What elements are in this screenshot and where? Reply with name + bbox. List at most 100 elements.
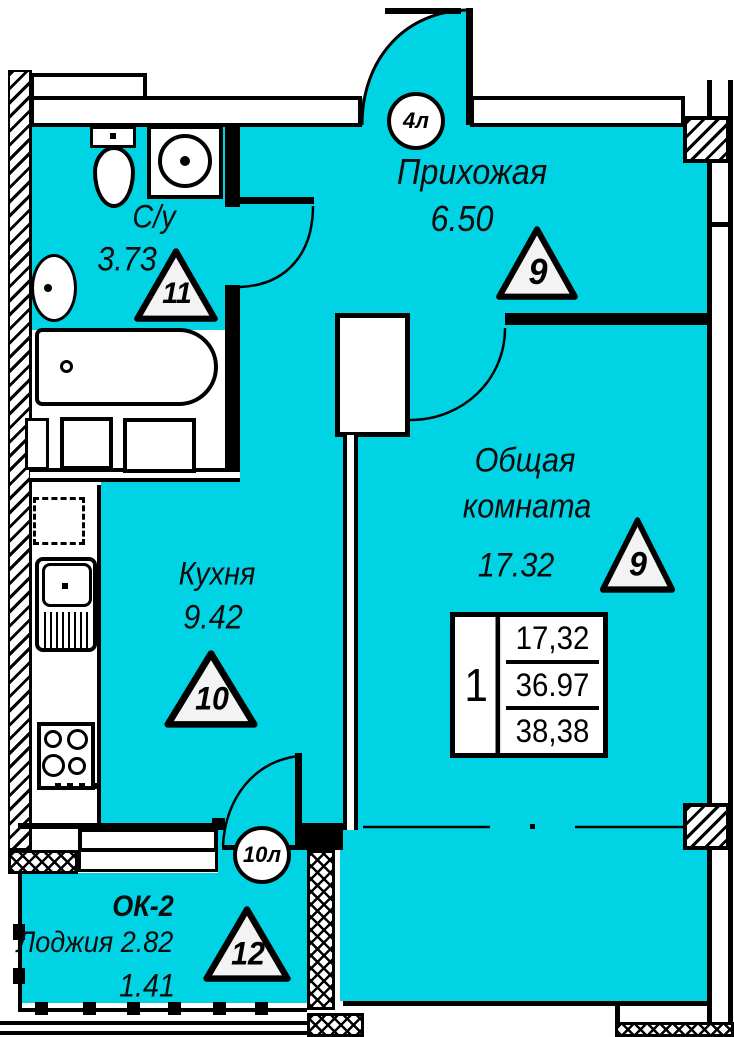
entrance-door-head <box>385 8 461 14</box>
loggia-glazing-left-line <box>18 873 22 1012</box>
living-area: 17.32 <box>477 546 555 585</box>
marker-number: 12 <box>230 935 265 972</box>
wall-hallway-living <box>505 313 710 325</box>
balcony-door-jamb <box>212 818 225 830</box>
bathtub <box>35 328 218 406</box>
bathtub-drain <box>60 360 73 373</box>
loggia-post-1 <box>35 1002 48 1015</box>
triangle-icon <box>164 650 258 728</box>
marker-triangle-living: 9 <box>598 515 677 595</box>
stove-burner-4 <box>68 757 86 775</box>
stove-knob-2 <box>67 783 73 789</box>
loggia-glazing-bottom-line <box>18 1008 307 1012</box>
bathroom-name: С/у <box>132 198 176 235</box>
stove-knob-4 <box>91 783 97 789</box>
kitchen-sink-drain <box>62 583 68 589</box>
washing-machine-drum <box>158 134 212 188</box>
stove-burner-1 <box>44 730 62 748</box>
wall-top-right <box>470 96 685 127</box>
loggia-post-3 <box>127 1002 140 1015</box>
hallway-name: Прихожая <box>396 151 548 192</box>
wall-right-inner-line <box>707 80 712 1037</box>
marker-number: 10 <box>195 680 229 717</box>
marker-triangle-loggia: 12 <box>201 904 293 984</box>
stamp-values-column: 17,32 36.97 38,38 <box>502 617 603 753</box>
kitchen-window-sill <box>78 852 218 872</box>
living-name-line1: Общая <box>474 441 576 480</box>
window-mullion-top <box>712 222 728 227</box>
kitchen-window-frame <box>78 828 218 852</box>
stamp-rooms-count: 1 <box>457 617 501 753</box>
room-fill-corridor <box>225 325 343 481</box>
stove-burner-2 <box>67 729 88 750</box>
lower-loggia-hatch-right <box>615 1022 734 1037</box>
loggia-glazing-post-left-1 <box>13 924 25 940</box>
wall-kitchen-living <box>343 435 358 830</box>
marker-triangle-hallway: 9 <box>494 224 580 302</box>
wall-kitchen-south-right <box>302 823 343 850</box>
loggia-area: 2.82 <box>120 926 174 959</box>
wall-kitchen-south-left <box>18 823 222 829</box>
wall-living-south <box>343 1001 710 1006</box>
door-tag-entrance: 4л <box>387 92 445 150</box>
bathroom-door-leaf <box>236 197 314 204</box>
loggia-post-5 <box>213 1002 226 1015</box>
wall-right-outer-line <box>728 80 733 1037</box>
door-tag-label: 4л <box>403 108 429 133</box>
kitchen-counter-edge <box>97 485 101 828</box>
wall-bathroom-right-lower <box>225 285 240 481</box>
living-name-line2: комната <box>462 487 592 526</box>
loggia-name: Лоджия <box>16 926 114 959</box>
loggia-post-6 <box>255 1002 268 1015</box>
loggia-half-area: 1.41 <box>118 967 176 1004</box>
loggia-name-area: Лоджия 2.82 <box>17 926 174 960</box>
column-right-bottom <box>683 803 730 850</box>
washing-machine-dot <box>180 156 190 166</box>
stove-knob-1 <box>55 783 61 789</box>
bathroom-area: 3.73 <box>97 240 157 279</box>
bath-cabinet-3 <box>123 418 196 473</box>
column-right-top <box>683 116 730 163</box>
marker-number: 9 <box>629 545 648 584</box>
stamp-apartment-area: 36.97 <box>506 664 599 711</box>
stamp-living-area: 17,32 <box>506 617 599 664</box>
triangle-icon <box>599 517 676 593</box>
kitchen-sink-drainboard <box>44 612 90 648</box>
wall-top-left <box>30 96 362 127</box>
lower-loggia-hatch-left <box>307 1013 364 1037</box>
marker-number: 9 <box>528 251 548 293</box>
stove-burner-3 <box>42 754 65 777</box>
toilet-tank-button <box>110 133 116 139</box>
bath-cabinet-2 <box>60 417 113 470</box>
wall-loggia-right <box>307 850 335 1010</box>
fridge-outline-dashed <box>33 497 85 545</box>
stamp-total-area: 38,38 <box>515 713 590 750</box>
loggia-post-4 <box>168 1002 181 1015</box>
marker-triangle-kitchen: 10 <box>162 648 260 730</box>
vent-duct <box>335 313 410 437</box>
loggia-outer-line-1 <box>0 1021 307 1025</box>
stamp-table: 1 17,32 36.97 38,38 <box>450 612 608 758</box>
loggia-glazing-post-left-2 <box>13 968 25 984</box>
wall-sink-drain <box>44 284 52 292</box>
door-tag-label: 10л <box>242 842 282 867</box>
marker-triangle-bathroom: 11 <box>132 246 220 324</box>
hallway-area: 6.50 <box>430 198 494 239</box>
kitchen-area: 9.42 <box>183 598 243 637</box>
wall-living-south-stub <box>615 1001 620 1024</box>
toilet-bowl <box>93 146 135 208</box>
triangle-icon <box>496 226 578 300</box>
balcony-door-leaf <box>295 753 302 848</box>
wall-bathroom-right-upper <box>225 123 240 207</box>
stove-knob-3 <box>79 783 85 789</box>
triangle-icon <box>134 248 218 322</box>
marker-number: 11 <box>162 277 192 311</box>
triangle-icon <box>203 906 291 982</box>
bath-cabinet-1 <box>25 418 49 470</box>
wall-loggia-left-pier <box>8 850 78 874</box>
door-tag-balcony: 10л <box>233 826 291 884</box>
loggia-outer-line-2 <box>0 1031 364 1035</box>
entrance-door-leaf <box>466 8 473 125</box>
wall-sink <box>31 254 77 322</box>
